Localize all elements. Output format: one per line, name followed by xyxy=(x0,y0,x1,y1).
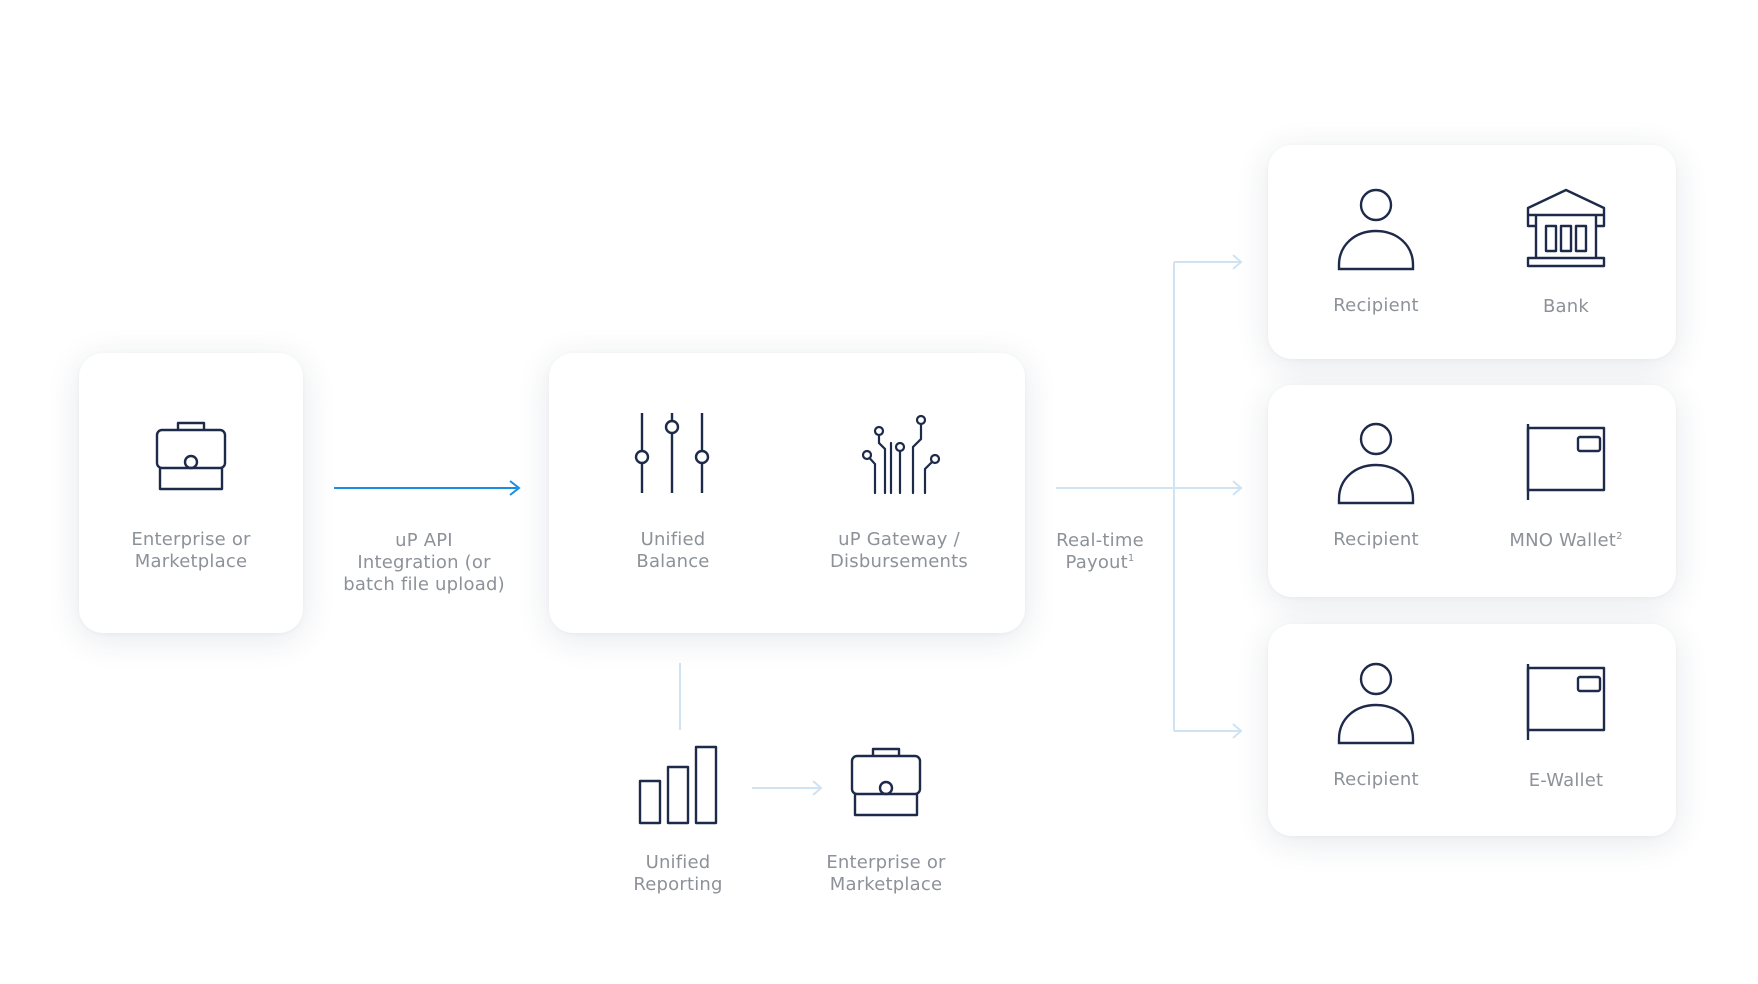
payout-arrow-head-bottom xyxy=(1232,723,1243,739)
channel-label-bank: Bank xyxy=(1542,296,1589,317)
channel-label-mno: MNO Wallet2 xyxy=(1509,530,1623,551)
reporting-target-label: Enterprise or Marketplace xyxy=(826,852,946,895)
wallet-icon xyxy=(1526,662,1606,742)
payout-label: Real-time Payout1 xyxy=(1056,530,1144,573)
recipient-label: Recipient xyxy=(1333,295,1419,316)
recipient-label: Recipient xyxy=(1333,769,1419,790)
bank-icon xyxy=(1526,188,1606,268)
reporting-label: Unified Reporting xyxy=(633,852,723,895)
payout-arrow-head-middle xyxy=(1232,480,1243,496)
integration-label: uP API Integration (or batch file upload… xyxy=(343,530,505,595)
briefcase-icon xyxy=(847,743,925,821)
api-arrow-head xyxy=(509,480,521,496)
wallet-icon xyxy=(1526,422,1606,502)
recipient-card-mno: Recipient MNO Wallet2 xyxy=(1268,385,1676,597)
briefcase-icon xyxy=(152,417,230,495)
payout-arrow-head-top xyxy=(1232,254,1243,270)
source-label: Enterprise or Marketplace xyxy=(131,529,251,572)
balance-label: Unified Balance xyxy=(636,529,710,572)
recipient-card-bank: Recipient Bank xyxy=(1268,145,1676,359)
gateway-label: uP Gateway / Disbursements xyxy=(830,529,968,572)
person-icon xyxy=(1337,662,1415,745)
source-card: Enterprise or Marketplace xyxy=(79,353,303,633)
channel-label-ewallet: E-Wallet xyxy=(1528,770,1604,791)
sliders-icon xyxy=(632,411,712,495)
recipient-label: Recipient xyxy=(1333,529,1419,550)
recipient-card-ewallet: Recipient E-Wallet xyxy=(1268,624,1676,836)
platform-card: Unified Balance uP Gateway / Disbursemen… xyxy=(549,353,1025,633)
person-icon xyxy=(1337,422,1415,505)
bar-chart-icon xyxy=(638,745,718,825)
person-icon xyxy=(1337,188,1415,271)
reporting-arrow-head xyxy=(812,780,823,796)
circuit-icon xyxy=(861,414,941,497)
